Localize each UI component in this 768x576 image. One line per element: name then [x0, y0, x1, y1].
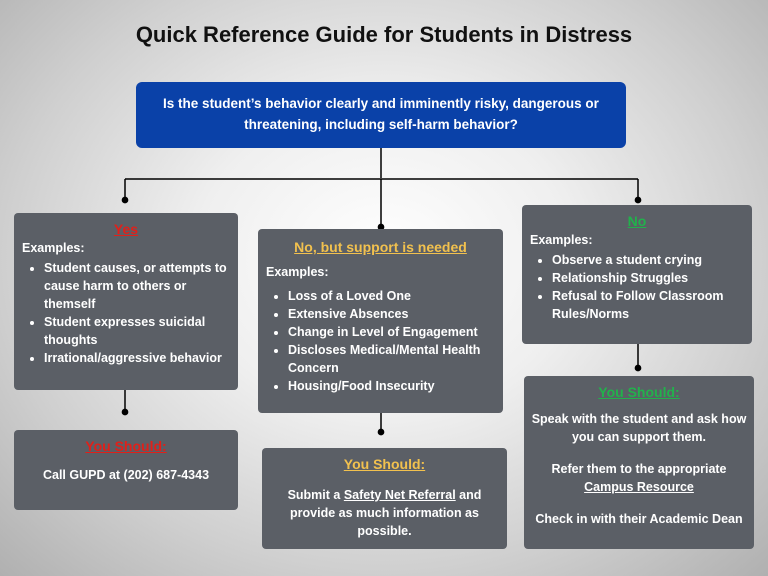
no-examples-label: Examples: — [530, 233, 593, 247]
support-heading: No, but support is needed — [294, 239, 467, 255]
safety-net-referral-link[interactable]: Safety Net Referral — [343, 488, 456, 502]
no-should-box: You Should: Speak with the student and a… — [524, 376, 754, 549]
campus-resource-link[interactable]: Campus Resource — [584, 480, 694, 494]
list-item: Change in Level of Engagement — [288, 323, 495, 341]
no-examples-list: Observe a student crying Relationship St… — [530, 251, 744, 323]
yes-examples-list: Student causes, or attempts to cause har… — [22, 259, 230, 367]
no-heading: No — [627, 213, 647, 229]
no-should-text-2: Refer them to the appropriate Campus Res… — [530, 460, 748, 496]
yes-heading: Yes — [113, 221, 139, 237]
no-should-text-3: Check in with their Academic Dean — [535, 512, 743, 526]
decision-question: Is the student’s behavior clearly and im… — [136, 82, 626, 148]
no-examples-box: No Examples: Observe a student crying Re… — [522, 205, 752, 344]
yes-examples-box: Yes Examples: Student causes, or attempt… — [14, 213, 238, 390]
no-should-heading: You Should: — [598, 384, 680, 400]
yes-should-heading: You Should: — [85, 438, 167, 454]
list-item: Refusal to Follow Classroom Rules/Norms — [552, 287, 744, 323]
support-should-post: and provide as much information as possi… — [290, 488, 482, 538]
list-item: Discloses Medical/Mental Health Concern — [288, 341, 495, 377]
list-item: Student causes, or attempts to cause har… — [44, 259, 230, 313]
support-should-box: You Should: Submit a Safety Net Referral… — [262, 448, 507, 549]
list-item: Observe a student crying — [552, 251, 744, 269]
list-item: Relationship Struggles — [552, 269, 744, 287]
list-item: Irrational/aggressive behavior — [44, 349, 230, 367]
list-item: Student expresses suicidal thoughts — [44, 313, 230, 349]
yes-examples-label: Examples: — [22, 241, 85, 255]
no-should-text-1: Speak with the student and ask how you c… — [531, 412, 747, 444]
yes-should-text: Call GUPD at (202) 687-4343 — [42, 468, 210, 482]
support-examples-list: Loss of a Loved One Extensive Absences C… — [266, 287, 495, 395]
support-should-pre: Submit a — [287, 488, 344, 502]
support-should-heading: You Should: — [343, 456, 426, 472]
list-item: Loss of a Loved One — [288, 287, 495, 305]
page-title: Quick Reference Guide for Students in Di… — [135, 22, 633, 47]
support-examples-box: No, but support is needed Examples: Loss… — [258, 229, 503, 413]
yes-should-box: You Should: Call GUPD at (202) 687-4343 — [14, 430, 238, 510]
support-should-text: Submit a Safety Net Referral and provide… — [276, 486, 493, 540]
no-should-text-2-pre: Refer them to the appropriate — [551, 462, 727, 476]
support-examples-label: Examples: — [266, 265, 329, 279]
list-item: Extensive Absences — [288, 305, 495, 323]
list-item: Housing/Food Insecurity — [288, 377, 495, 395]
